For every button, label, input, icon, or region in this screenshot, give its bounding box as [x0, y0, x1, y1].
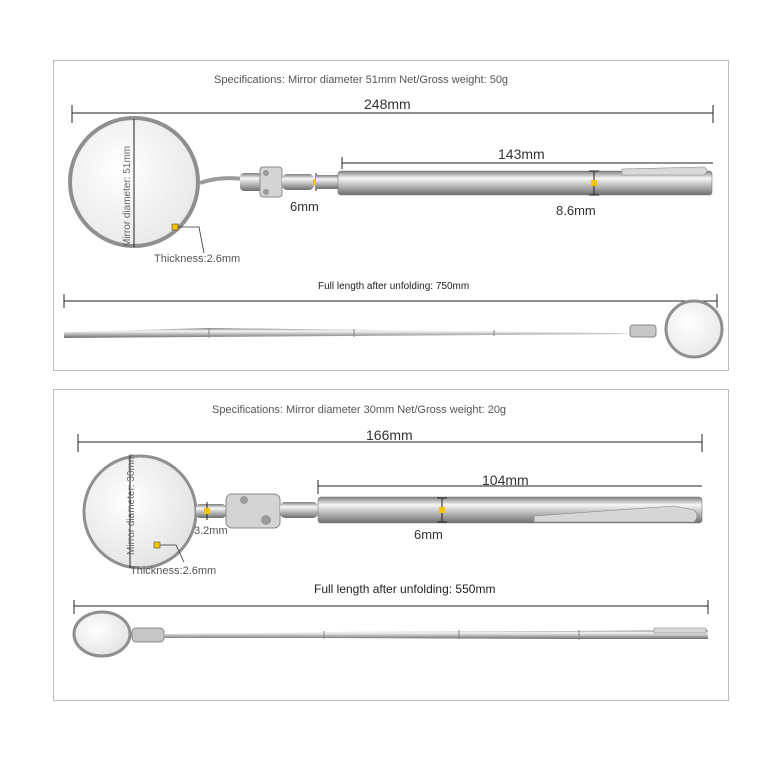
mirror-neck — [199, 176, 245, 185]
full-length-label: Full length after unfolding: 550mm — [314, 582, 495, 596]
unfolded-joint — [131, 627, 165, 643]
tube-length-label: 143mm — [498, 146, 545, 162]
diagram-30mm: Specifications: Mirror diameter 30mm Net… — [72, 404, 709, 658]
total-length-label: 166mm — [366, 427, 413, 443]
spec-text: Specifications: Mirror diameter 30mm Net… — [212, 404, 506, 416]
handle-tube — [337, 170, 713, 196]
joint-screw — [240, 496, 248, 504]
tube-diameter-label: 8.6mm — [556, 203, 596, 218]
unfolded-mirror-51mm — [664, 299, 724, 359]
unfolded-joint — [629, 324, 657, 338]
thickness-marker — [171, 223, 179, 231]
total-length-dimension — [77, 434, 703, 452]
spec-panel-51mm: Specifications: Mirror diameter 51mm Net… — [53, 60, 729, 371]
spec-text: Specifications: Mirror diameter 51mm Net… — [214, 74, 508, 86]
thickness-label: Thickness:2.6mm — [130, 565, 216, 577]
tube-length-dimension — [317, 480, 702, 494]
joint-sleeve — [240, 173, 262, 191]
tube-diameter-label: 6mm — [414, 527, 443, 542]
joint-screw — [263, 170, 269, 176]
tube-diameter-marker — [439, 507, 445, 513]
thickness-marker — [153, 541, 161, 549]
unfolded-rod-30mm — [164, 630, 708, 639]
spec-panel-30mm: Specifications: Mirror diameter 30mm Net… — [53, 389, 729, 701]
tube-diameter-marker — [591, 180, 597, 186]
unfolded-mirror-30mm — [72, 610, 132, 658]
pocket-clip — [621, 166, 708, 176]
unfolded-rod-51mm — [64, 328, 634, 338]
total-length-dimension — [71, 105, 714, 123]
thickness-label: Thickness:2.6mm — [154, 253, 240, 265]
full-length-dimension — [63, 294, 718, 308]
neck-diameter-marker — [204, 508, 210, 514]
tube-length-label: 104mm — [482, 472, 529, 488]
swivel-joint — [225, 493, 281, 529]
mirror-diameter-label: Mirror diameter: 51mm — [122, 146, 133, 247]
pocket-clip — [533, 505, 698, 523]
neck-diameter-label: 3.2mm — [194, 525, 228, 537]
diagram-51mm: Specifications: Mirror diameter 51mm Net… — [63, 74, 724, 359]
neck-diameter-label: 6mm — [290, 199, 319, 214]
full-length-label: Full length after unfolding: 750mm — [318, 281, 469, 292]
tube-length-dimension — [341, 157, 713, 169]
total-length-label: 248mm — [364, 96, 411, 112]
mirror-diameter-label: Mirror diameter: 30mm — [126, 454, 137, 555]
full-length-dimension — [73, 600, 709, 614]
